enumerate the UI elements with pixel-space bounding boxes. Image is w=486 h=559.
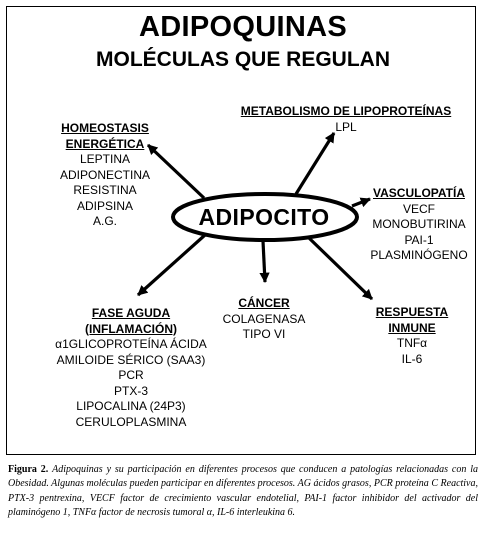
group-heading: HOMEOSTASIS [61,121,149,135]
group-heading: CÁNCER [238,296,290,310]
list-item: MONOBUTIRINA [372,217,466,231]
center-label-adipocito: ADIPOCITO [198,204,330,230]
group-respuesta: RESPUESTA INMUNE TNFα IL-6 [362,305,462,367]
list-item: IL-6 [401,351,423,366]
arrow-to-homeostasis [146,143,206,200]
arrow-to-vasculopatia [351,197,371,208]
list-item: LPL [335,119,357,134]
list-item: PCR [118,368,144,382]
list-item: A.G. [92,214,117,228]
list-item: LIPOCALINA (24P3) [76,399,186,413]
list-item: RESISTINA [73,183,137,197]
group-heading: INMUNE [388,320,436,335]
list-item: PTX-3 [113,383,148,398]
group-cancer: CÁNCER COLAGENASA TIPO VI [214,296,314,343]
arrow-to-fase-aguda [136,233,207,297]
list-item: ADIPONECTINA [59,167,150,182]
list-item: VECF [402,201,435,216]
group-heading: (INFLAMACIÓN) [85,321,177,336]
list-item: LEPTINA [79,152,130,166]
group-heading: FASE AGUDA [91,306,171,320]
list-item: COLAGENASA [222,311,306,326]
group-homeostasis: HOMEOSTASIS ENERGÉTICA LEPTINA ADIPONECT… [30,121,180,230]
adipocito-ellipse [171,192,359,242]
arrow-to-respuesta [307,236,374,301]
diagram-title: ADIPOQUINAS [139,11,347,43]
group-metabolismo: METABOLISMO DE LIPOPROTEÍNAS LPL [226,104,466,135]
caption-label: Figura 2. [8,464,49,475]
list-item: PLASMINÓGENO [370,248,468,262]
list-item: TIPO VI [242,327,286,341]
list-item: PAI-1 [404,232,434,247]
group-heading: ENERGÉTICA [65,136,145,151]
group-heading: RESPUESTA [375,305,449,319]
group-fase-aguda: FASE AGUDA (INFLAMACIÓN) α1GLICOPROTEÍNA… [46,306,216,430]
list-item: CERULOPLASMINA [75,414,187,429]
arrow-to-cancer [259,240,270,284]
diagram-frame [6,6,476,455]
arrow-to-metabolismo [294,132,336,195]
list-item: TNFα [396,336,428,350]
group-vasculopatia: VASCULOPATÍA VECF MONOBUTIRINA PAI-1 PLA… [364,186,474,264]
figure-caption: Figura 2. Adipoquinas y su participación… [8,463,478,520]
list-item: α1GLICOPROTEÍNA ÁCIDA [55,337,207,351]
diagram-subtitle: MOLÉCULAS QUE REGULAN [96,48,390,71]
group-heading: VASCULOPATÍA [373,186,465,200]
list-item: AMILOIDE SÉRICO (SAA3) [56,352,206,367]
caption-text: Adipoquinas y su participación en difere… [8,464,478,518]
list-item: ADIPSINA [76,198,133,213]
group-heading: METABOLISMO DE LIPOPROTEÍNAS [240,104,452,118]
